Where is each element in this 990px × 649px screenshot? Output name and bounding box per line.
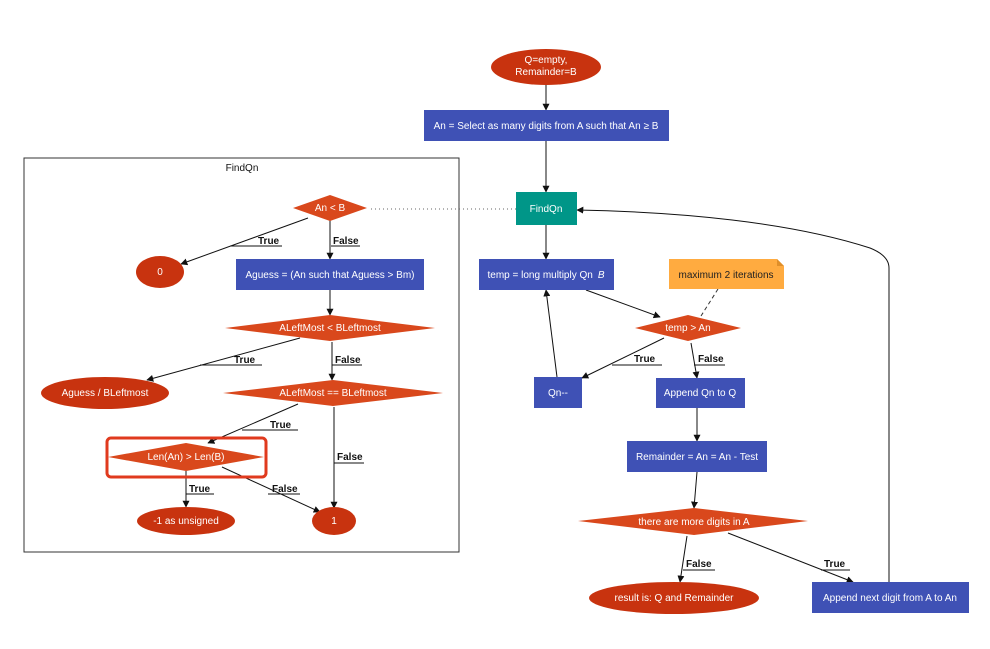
- remainder-label: Remainder = An = An - Test: [636, 452, 758, 463]
- findqn-cluster-title: FindQn: [226, 163, 259, 174]
- findqn-node[interactable]: FindQn: [516, 192, 577, 225]
- temp-gt-an-decision[interactable]: temp > An: [635, 315, 741, 341]
- edge-temp-tempgt: [585, 289, 661, 319]
- aguess-div-label: Aguess / BLeftmost: [62, 388, 149, 399]
- aleftmost-eq-decision[interactable]: ALeftMost == BLeftmost: [223, 380, 443, 406]
- note-label: maximum 2 iterations: [678, 270, 773, 281]
- aguess-div-node[interactable]: Aguess / BLeftmost: [41, 377, 169, 409]
- qn-decrement-label: Qn--: [548, 388, 568, 399]
- neg-one-node[interactable]: -1 as unsigned: [137, 507, 235, 535]
- append-next-digit-label: Append next digit from A to An: [823, 593, 957, 604]
- one-label: 1: [331, 516, 337, 527]
- edge-label-true: True: [234, 355, 256, 366]
- edge-more-result: [677, 535, 688, 583]
- start-node-line2: Remainder=B: [515, 67, 577, 78]
- one-node[interactable]: 1: [312, 507, 356, 535]
- result-label: result is: Q and Remainder: [615, 593, 735, 604]
- edge-remainder-more: [691, 471, 699, 509]
- append-next-digit-node[interactable]: Append next digit from A to An: [812, 582, 969, 613]
- an-lt-b-label: An < B: [315, 203, 346, 214]
- neg-one-label: -1 as unsigned: [153, 516, 219, 527]
- len-gt-decision[interactable]: Len(An) > Len(B): [105, 436, 268, 479]
- edge-label-false: False: [272, 484, 298, 495]
- edge-note-tempgt: [700, 288, 719, 317]
- edge-label-false: False: [335, 355, 361, 366]
- edge-tempgt-append: [690, 342, 700, 379]
- start-node[interactable]: Q=empty, Remainder=B: [491, 49, 601, 85]
- len-gt-label: Len(An) > Len(B): [148, 452, 225, 463]
- edge-qndec-temp: [543, 289, 558, 378]
- start-node-line1: Q=empty,: [525, 55, 568, 66]
- aleftmost-lt-decision[interactable]: ALeftMost < BLeftmost: [225, 315, 435, 341]
- edge-label-false: False: [333, 236, 359, 247]
- append-qn-node[interactable]: Append Qn to Q: [656, 378, 745, 408]
- more-digits-decision[interactable]: there are more digits in A: [578, 508, 808, 535]
- edge-label-true: True: [824, 559, 846, 570]
- findqn-label: FindQn: [530, 204, 563, 215]
- an-lt-b-decision[interactable]: An < B: [293, 195, 367, 221]
- edge-label-true: True: [189, 484, 211, 495]
- result-node[interactable]: result is: Q and Remainder: [589, 582, 759, 614]
- remainder-node[interactable]: Remainder = An = An - Test: [627, 441, 767, 472]
- edge-tempgt-qndec: [581, 337, 665, 379]
- edge-aleftlt-aguessdiv: [146, 337, 301, 382]
- more-digits-label: there are more digits in A: [638, 517, 749, 528]
- edge-label-true: True: [270, 420, 292, 431]
- aguess-label: Aguess = (An such that Aguess > Bm): [246, 270, 415, 281]
- qn-decrement-node[interactable]: Qn--: [534, 377, 582, 408]
- select-digits-node[interactable]: An = Select as many digits from A such t…: [424, 110, 669, 141]
- aguess-node[interactable]: Aguess = (An such that Aguess > Bm): [236, 259, 424, 290]
- aleftmost-lt-label: ALeftMost < BLeftmost: [279, 323, 381, 334]
- temp-gt-an-label: temp > An: [665, 323, 710, 334]
- edge-label-true: True: [258, 236, 280, 247]
- len-gt-highlight: [105, 436, 268, 479]
- zero-label: 0: [157, 267, 163, 278]
- edge-more-appendnext: [727, 532, 854, 583]
- zero-node[interactable]: 0: [136, 256, 184, 288]
- edge-label-false: False: [686, 559, 712, 570]
- note-max-iterations: maximum 2 iterations: [669, 259, 784, 289]
- edge-label-false: False: [698, 354, 724, 365]
- findqn-cluster: [23, 157, 460, 553]
- edge-anltb-zero: [180, 217, 309, 266]
- edge-label-false: False: [337, 452, 363, 463]
- edge-lengt-one: [221, 466, 321, 513]
- append-qn-label: Append Qn to Q: [664, 388, 736, 399]
- aleftmost-eq-label: ALeftMost == BLeftmost: [279, 388, 386, 399]
- edge-appendnext-findqn: [576, 206, 890, 582]
- select-digits-label: An = Select as many digits from A such t…: [434, 121, 659, 132]
- edge-label-true: True: [634, 354, 656, 365]
